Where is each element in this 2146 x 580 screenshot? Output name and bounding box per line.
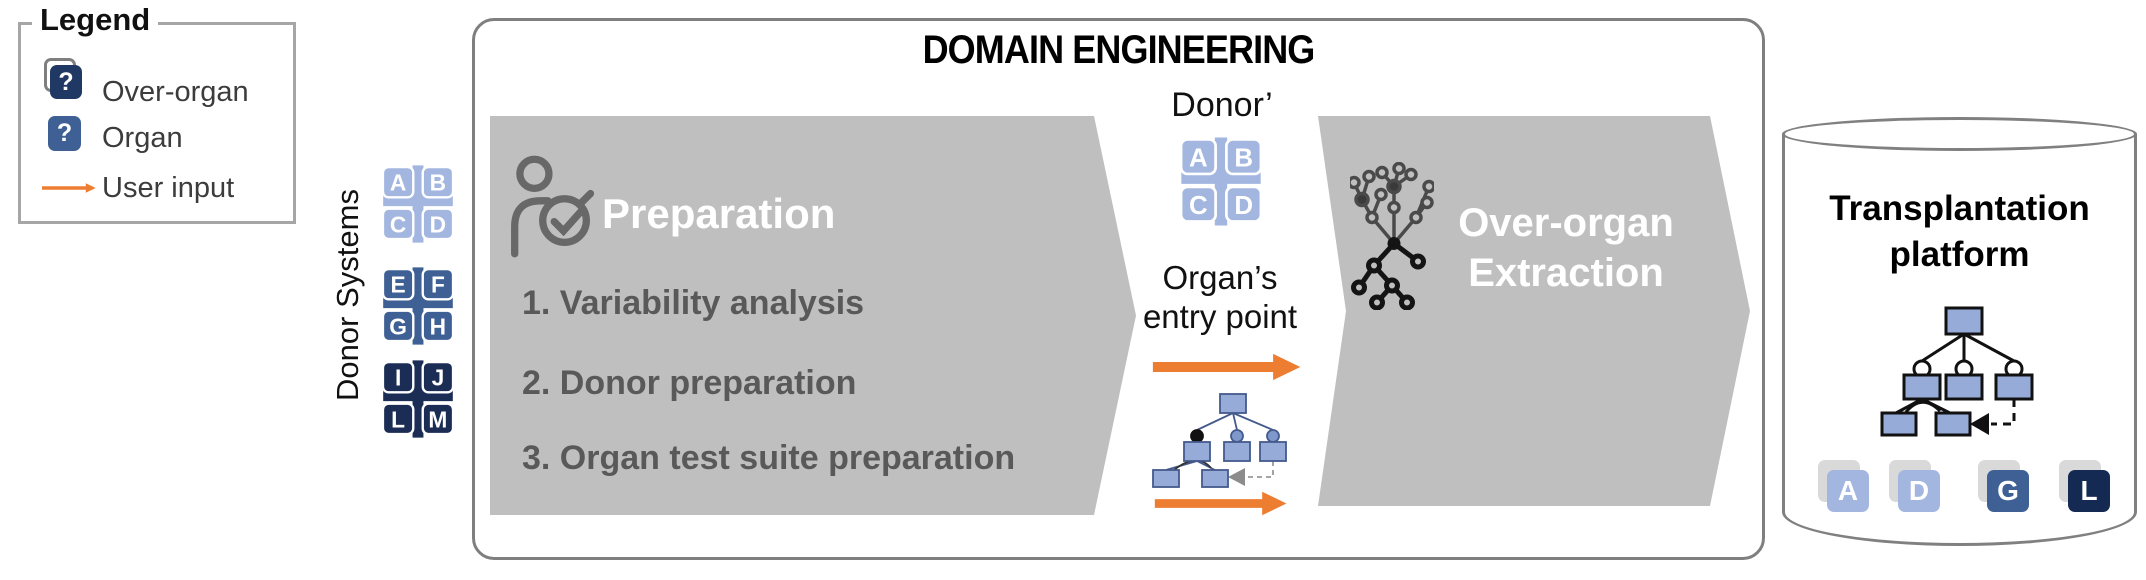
requires-arrowhead <box>1228 468 1245 486</box>
legend-title: Legend <box>32 2 159 38</box>
svg-text:L: L <box>391 406 405 432</box>
svg-text:H: H <box>430 313 446 339</box>
platform-feature-model-icon <box>1880 306 2034 437</box>
donor-systems-label: Donor Systems <box>330 189 365 401</box>
svg-text:G: G <box>389 313 407 339</box>
svg-text:F: F <box>431 272 445 298</box>
user-input-arrow-top <box>1152 353 1301 381</box>
svg-text:B: B <box>1234 144 1253 172</box>
organ-icon: ? <box>48 116 81 151</box>
donor-system-icon-1: A B C D <box>382 164 454 244</box>
preparation-step-1: 1. Variability analysis <box>522 284 865 322</box>
svg-text:D: D <box>1234 192 1253 220</box>
mandatory-dot <box>1190 429 1204 443</box>
donor-prime-label: Donor’ <box>1171 86 1273 124</box>
domain-engineering-title: DOMAIN ENGINEERING <box>922 28 1316 72</box>
platform-cylinder-top <box>1782 117 2137 151</box>
platform-tile-g: G <box>1987 470 2029 512</box>
svg-text:C: C <box>390 211 406 237</box>
platform-tile-a: A <box>1827 470 1869 512</box>
svg-text:C: C <box>1189 192 1208 220</box>
donor-prime-icon: A B C D <box>1180 136 1262 227</box>
preparation-title: Preparation <box>602 190 836 237</box>
legend-item-user-input-label: User input <box>102 172 235 204</box>
svg-text:A: A <box>390 170 406 196</box>
legend-item-organ-label: Organ <box>102 122 183 154</box>
platform-title: Transplantation platform <box>1829 189 2090 274</box>
person-check-icon <box>511 155 594 258</box>
over-organ-extraction-icon <box>1350 162 1434 310</box>
filled-node <box>1386 178 1402 195</box>
platform-tile-d: D <box>1898 470 1940 512</box>
svg-text:A: A <box>1189 144 1208 172</box>
requires-arrowhead <box>1970 413 1989 435</box>
optional-dot <box>1266 429 1280 443</box>
extraction-title: Over-organ Extraction <box>1458 201 1674 295</box>
platform-tile-l: L <box>2068 470 2110 512</box>
user-input-arrow-icon <box>42 183 96 193</box>
donor-system-icon-3: I J L M <box>382 359 454 439</box>
svg-text:B: B <box>430 170 446 196</box>
user-input-arrow-bottom <box>1154 491 1287 516</box>
svg-text:J: J <box>432 365 445 391</box>
donor-system-icon-2: E F G H <box>382 266 454 346</box>
over-organ-icon: ? <box>44 58 86 102</box>
preparation-step-3: 3. Organ test suite preparation <box>522 439 1016 477</box>
feature-model-tree-icon <box>1152 393 1287 488</box>
svg-text:E: E <box>391 272 406 298</box>
optional-dot <box>1230 429 1244 443</box>
root-node <box>1387 237 1401 250</box>
preparation-chevron <box>490 116 1136 515</box>
preparation-step-2: 2. Donor preparation <box>522 364 857 402</box>
organ-entry-point-label: Organ’s entry point <box>1142 259 1298 335</box>
filled-node <box>1354 191 1370 208</box>
svg-text:D: D <box>430 211 446 237</box>
svg-text:I: I <box>395 365 401 391</box>
legend-item-over-organ-label: Over-organ <box>102 76 249 108</box>
svg-text:M: M <box>428 406 447 432</box>
